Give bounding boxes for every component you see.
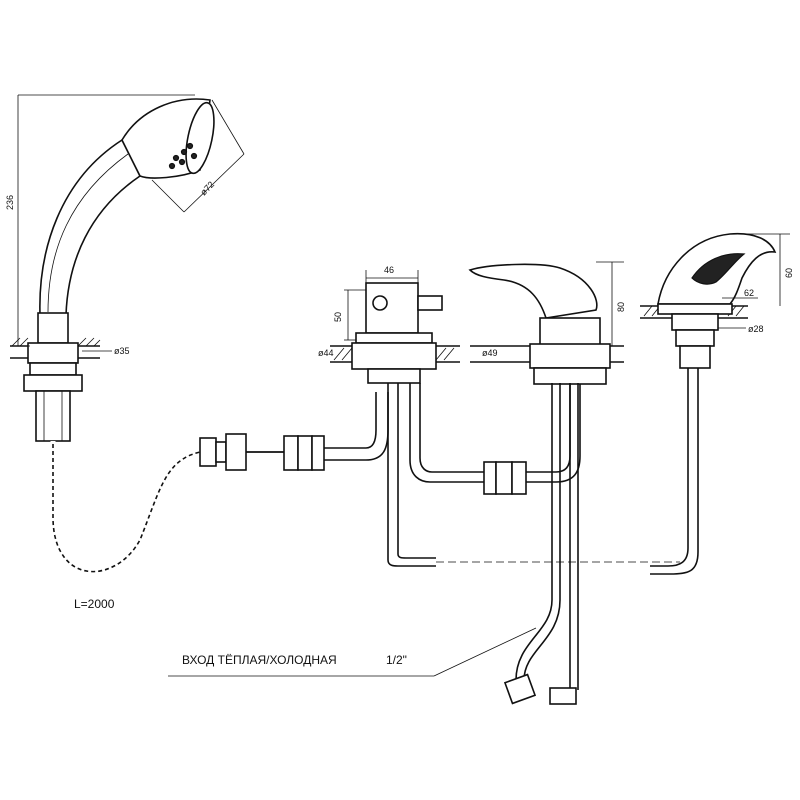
inlet-nut-right — [549, 687, 577, 705]
mixer-body — [539, 317, 601, 347]
diverter: 46 50 ø44 — [318, 265, 460, 567]
mixer-hole-label: ø49 — [482, 348, 498, 358]
diverter-height-label: 50 — [333, 312, 343, 322]
shower-holder — [37, 312, 69, 344]
head-diameter-label: ø72 — [198, 179, 216, 197]
diverter-lever[interactable] — [417, 295, 443, 311]
shower-hole-label: ø35 — [114, 346, 130, 356]
spray-nozzles — [168, 142, 198, 170]
diverter-body — [365, 282, 419, 334]
diverter-width-label: 46 — [384, 265, 394, 275]
inlet-callout: ВХОД ТЁПЛАЯ/ХОЛОДНАЯ 1/2" — [168, 627, 537, 677]
diverter-dimensions: 46 50 ø44 — [318, 265, 419, 358]
flexible-hose: L=2000 — [50, 392, 389, 611]
mixer-dimensions: 80 ø49 — [482, 261, 626, 358]
mixer-height-label: 80 — [616, 302, 626, 312]
spout-depth-label: 62 — [744, 288, 754, 298]
spout-dimensions: 60 62 ø28 — [718, 233, 794, 334]
inlet-label: ВХОД ТЁПЛАЯ/ХОЛОДНАЯ — [182, 653, 337, 667]
spout-height-label: 60 — [784, 268, 794, 278]
connecting-pipe — [409, 383, 581, 495]
inlet-hoses — [436, 383, 680, 705]
diverter-knob[interactable] — [372, 295, 388, 311]
shower-height-label: 236 — [5, 195, 15, 210]
hose-length-label: L=2000 — [74, 597, 115, 611]
mixer-lever[interactable] — [468, 263, 598, 319]
diverter-hole-label: ø44 — [318, 348, 334, 358]
spout: 60 62 ø28 — [640, 232, 794, 575]
hose-couplings — [199, 433, 325, 471]
shower-hole-dimension: ø35 — [82, 346, 130, 356]
shower-handle — [39, 138, 142, 316]
hand-shower: 236 ø72 ø35 — [5, 94, 245, 442]
inlet-nut-left — [503, 673, 537, 705]
inlet-size-label: 1/2" — [386, 653, 407, 667]
shower-height-dimension: 236 — [5, 94, 195, 347]
mixer: 80 ø49 — [468, 261, 626, 385]
spout-hole-label: ø28 — [748, 324, 764, 334]
